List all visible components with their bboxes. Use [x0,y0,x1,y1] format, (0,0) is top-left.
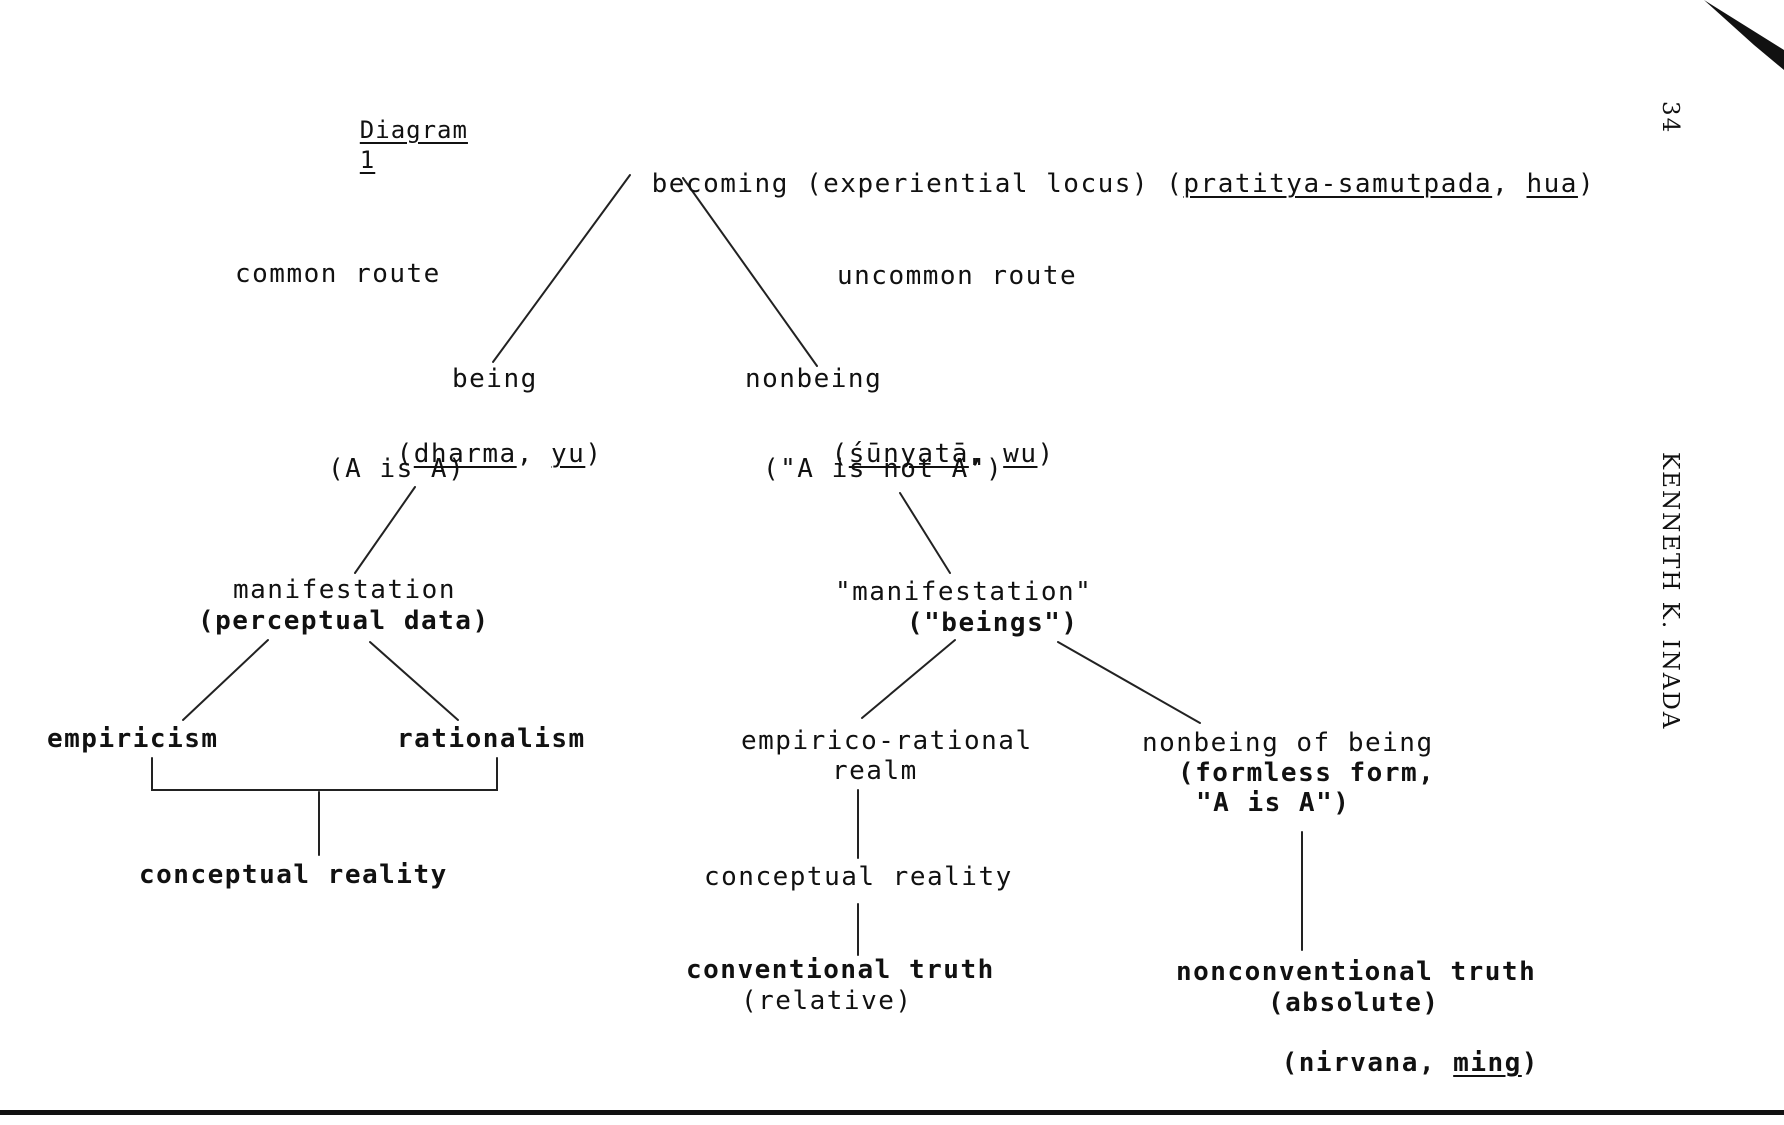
diagram-heading-title: Diagram [359,116,468,144]
edge-manifestation-empiricism [182,639,269,721]
node-becoming-label: becoming (experiential locus) ( [651,169,1184,199]
nonbeing-terms-close: ) [1037,439,1055,469]
node-nonbeing: nonbeing [745,364,883,394]
node-being-terms: (dharma, yu) [328,409,602,499]
term-sunyata: śūnyatā [848,439,969,469]
node-conventional-note: (relative) [741,986,913,1016]
node-formless-form: (formless form, [1178,758,1436,788]
node-nonconventional-truth: nonconventional truth [1176,957,1537,987]
being-terms-sep: , [516,439,552,469]
node-manifestation: manifestation [233,575,456,605]
node-manifestation-note: (perceptual data) [198,606,490,636]
being-terms-open: ( [396,439,414,469]
node-conceptual-reality-right: conceptual reality [704,862,1013,892]
edge-manifestation-empirico [861,639,956,719]
node-conceptual-reality-left: conceptual reality [139,860,448,890]
nirvana-close: ) [1521,1048,1539,1078]
node-formless-formula: "A is A") [1196,788,1351,818]
bracket-empiricism-rationalism [151,757,498,791]
edge-nonbeing-manifestation [899,492,951,574]
node-being-formula: (A is A) [328,454,466,484]
node-empirico-rational: empirico-rational [741,726,1033,756]
nonbeing-terms-sep: , [968,439,1004,469]
node-being: being [452,364,538,394]
node-becoming: becoming (experiential locus) (pratitya-… [583,139,1595,229]
label-uncommon-route: uncommon route [837,261,1078,291]
node-nirvana: (nirvana, ming) [1213,1018,1539,1108]
nonbeing-terms-open: ( [831,439,849,469]
nirvana-open: (nirvana, [1281,1048,1454,1078]
node-conventional-truth: conventional truth [686,955,995,985]
term-dharma: dharma [413,439,517,469]
being-terms-close: ) [585,439,603,469]
scan-corner-mark [1704,0,1784,70]
term-separator: , [1492,169,1527,199]
node-manifestation-quoted: "manifestation" [835,577,1093,607]
page-number: 34 [1657,101,1683,135]
node-becoming-close: ) [1577,169,1596,199]
node-nonbeing-formula: ("A is not A") [763,454,1004,484]
term-wu: wu [1003,439,1038,469]
edge-becoming-being [492,174,631,363]
term-yu: yu [551,439,586,469]
term-ming: ming [1453,1048,1522,1078]
label-common-route: common route [235,259,441,289]
node-nonbeing-of-being: nonbeing of being [1142,728,1434,758]
node-manifestation-quoted-note: ("beings") [907,608,1079,638]
term-hua: hua [1526,169,1578,199]
node-nonconventional-note: (absolute) [1268,988,1440,1018]
term-pratitya-samutpada: pratitya-samutpada [1183,169,1493,199]
edge-becoming-nonbeing [682,177,818,367]
diagram-heading-number: 1 [359,146,376,174]
running-head: KENNETH K. INADA [1657,452,1683,731]
node-rationalism: rationalism [397,724,586,754]
bottom-rule [0,1110,1784,1115]
edge-manifestation-rationalism [369,641,459,721]
node-empiricism: empiricism [47,724,219,754]
diagram-heading: Diagram 1 [298,85,468,205]
edge-being-manifestation [354,486,416,574]
edge-manifestation-nonbeing-of-being [1057,641,1201,724]
node-empirico-rational-realm: realm [832,756,918,786]
node-nonbeing-terms: (śūnyatā, wu) [763,409,1055,499]
